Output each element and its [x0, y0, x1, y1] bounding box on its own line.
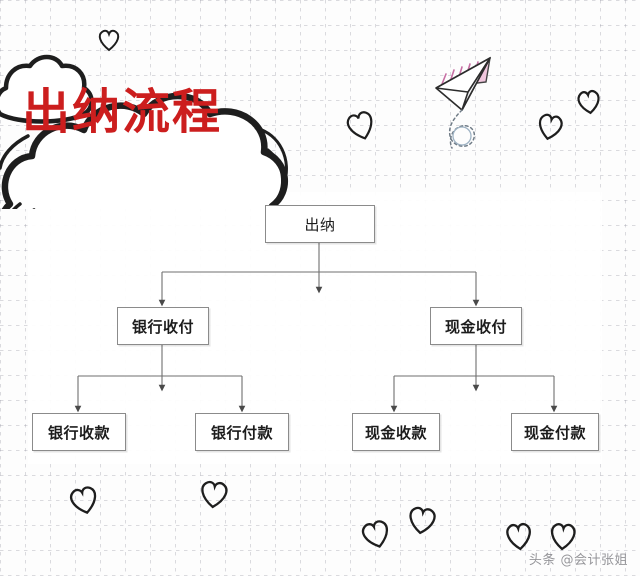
flow-node-label: 出纳 [304, 215, 336, 234]
watermark: 头条 @会计张姐 [528, 553, 628, 568]
flow-node-label: 银行收付 [131, 317, 194, 336]
flow-node-label: 现金付款 [523, 423, 586, 442]
heart-icon [96, 28, 122, 52]
cloud-bubble-icon [0, 14, 292, 209]
flow-node-cash-payment[interactable]: 现金付款 [511, 413, 599, 451]
heart-icon [534, 112, 566, 142]
heart-icon [196, 478, 232, 510]
heart-icon [404, 504, 440, 536]
flow-node-label: 银行付款 [210, 423, 273, 442]
flow-node-root[interactable]: 出纳 [265, 205, 375, 243]
flow-node-cash-transactions[interactable]: 现金收付 [430, 307, 522, 345]
heart-icon [502, 520, 536, 552]
flow-node-bank-payment[interactable]: 银行付款 [195, 413, 289, 451]
page-title: 出纳流程 [22, 84, 223, 140]
flow-node-bank-transactions[interactable]: 银行收付 [117, 307, 209, 345]
heart-icon [546, 520, 580, 552]
flow-node-label: 现金收款 [364, 423, 427, 442]
flow-node-label: 银行收款 [47, 423, 110, 442]
heart-icon [574, 88, 604, 116]
heart-icon [344, 110, 378, 142]
heart-icon [66, 484, 102, 516]
paper-plane-icon [428, 52, 514, 162]
flow-node-cash-receipt[interactable]: 现金收款 [352, 413, 440, 451]
heart-icon [358, 518, 394, 550]
flow-node-bank-receipt[interactable]: 银行收款 [32, 413, 126, 451]
flow-node-label: 现金收付 [444, 317, 507, 336]
